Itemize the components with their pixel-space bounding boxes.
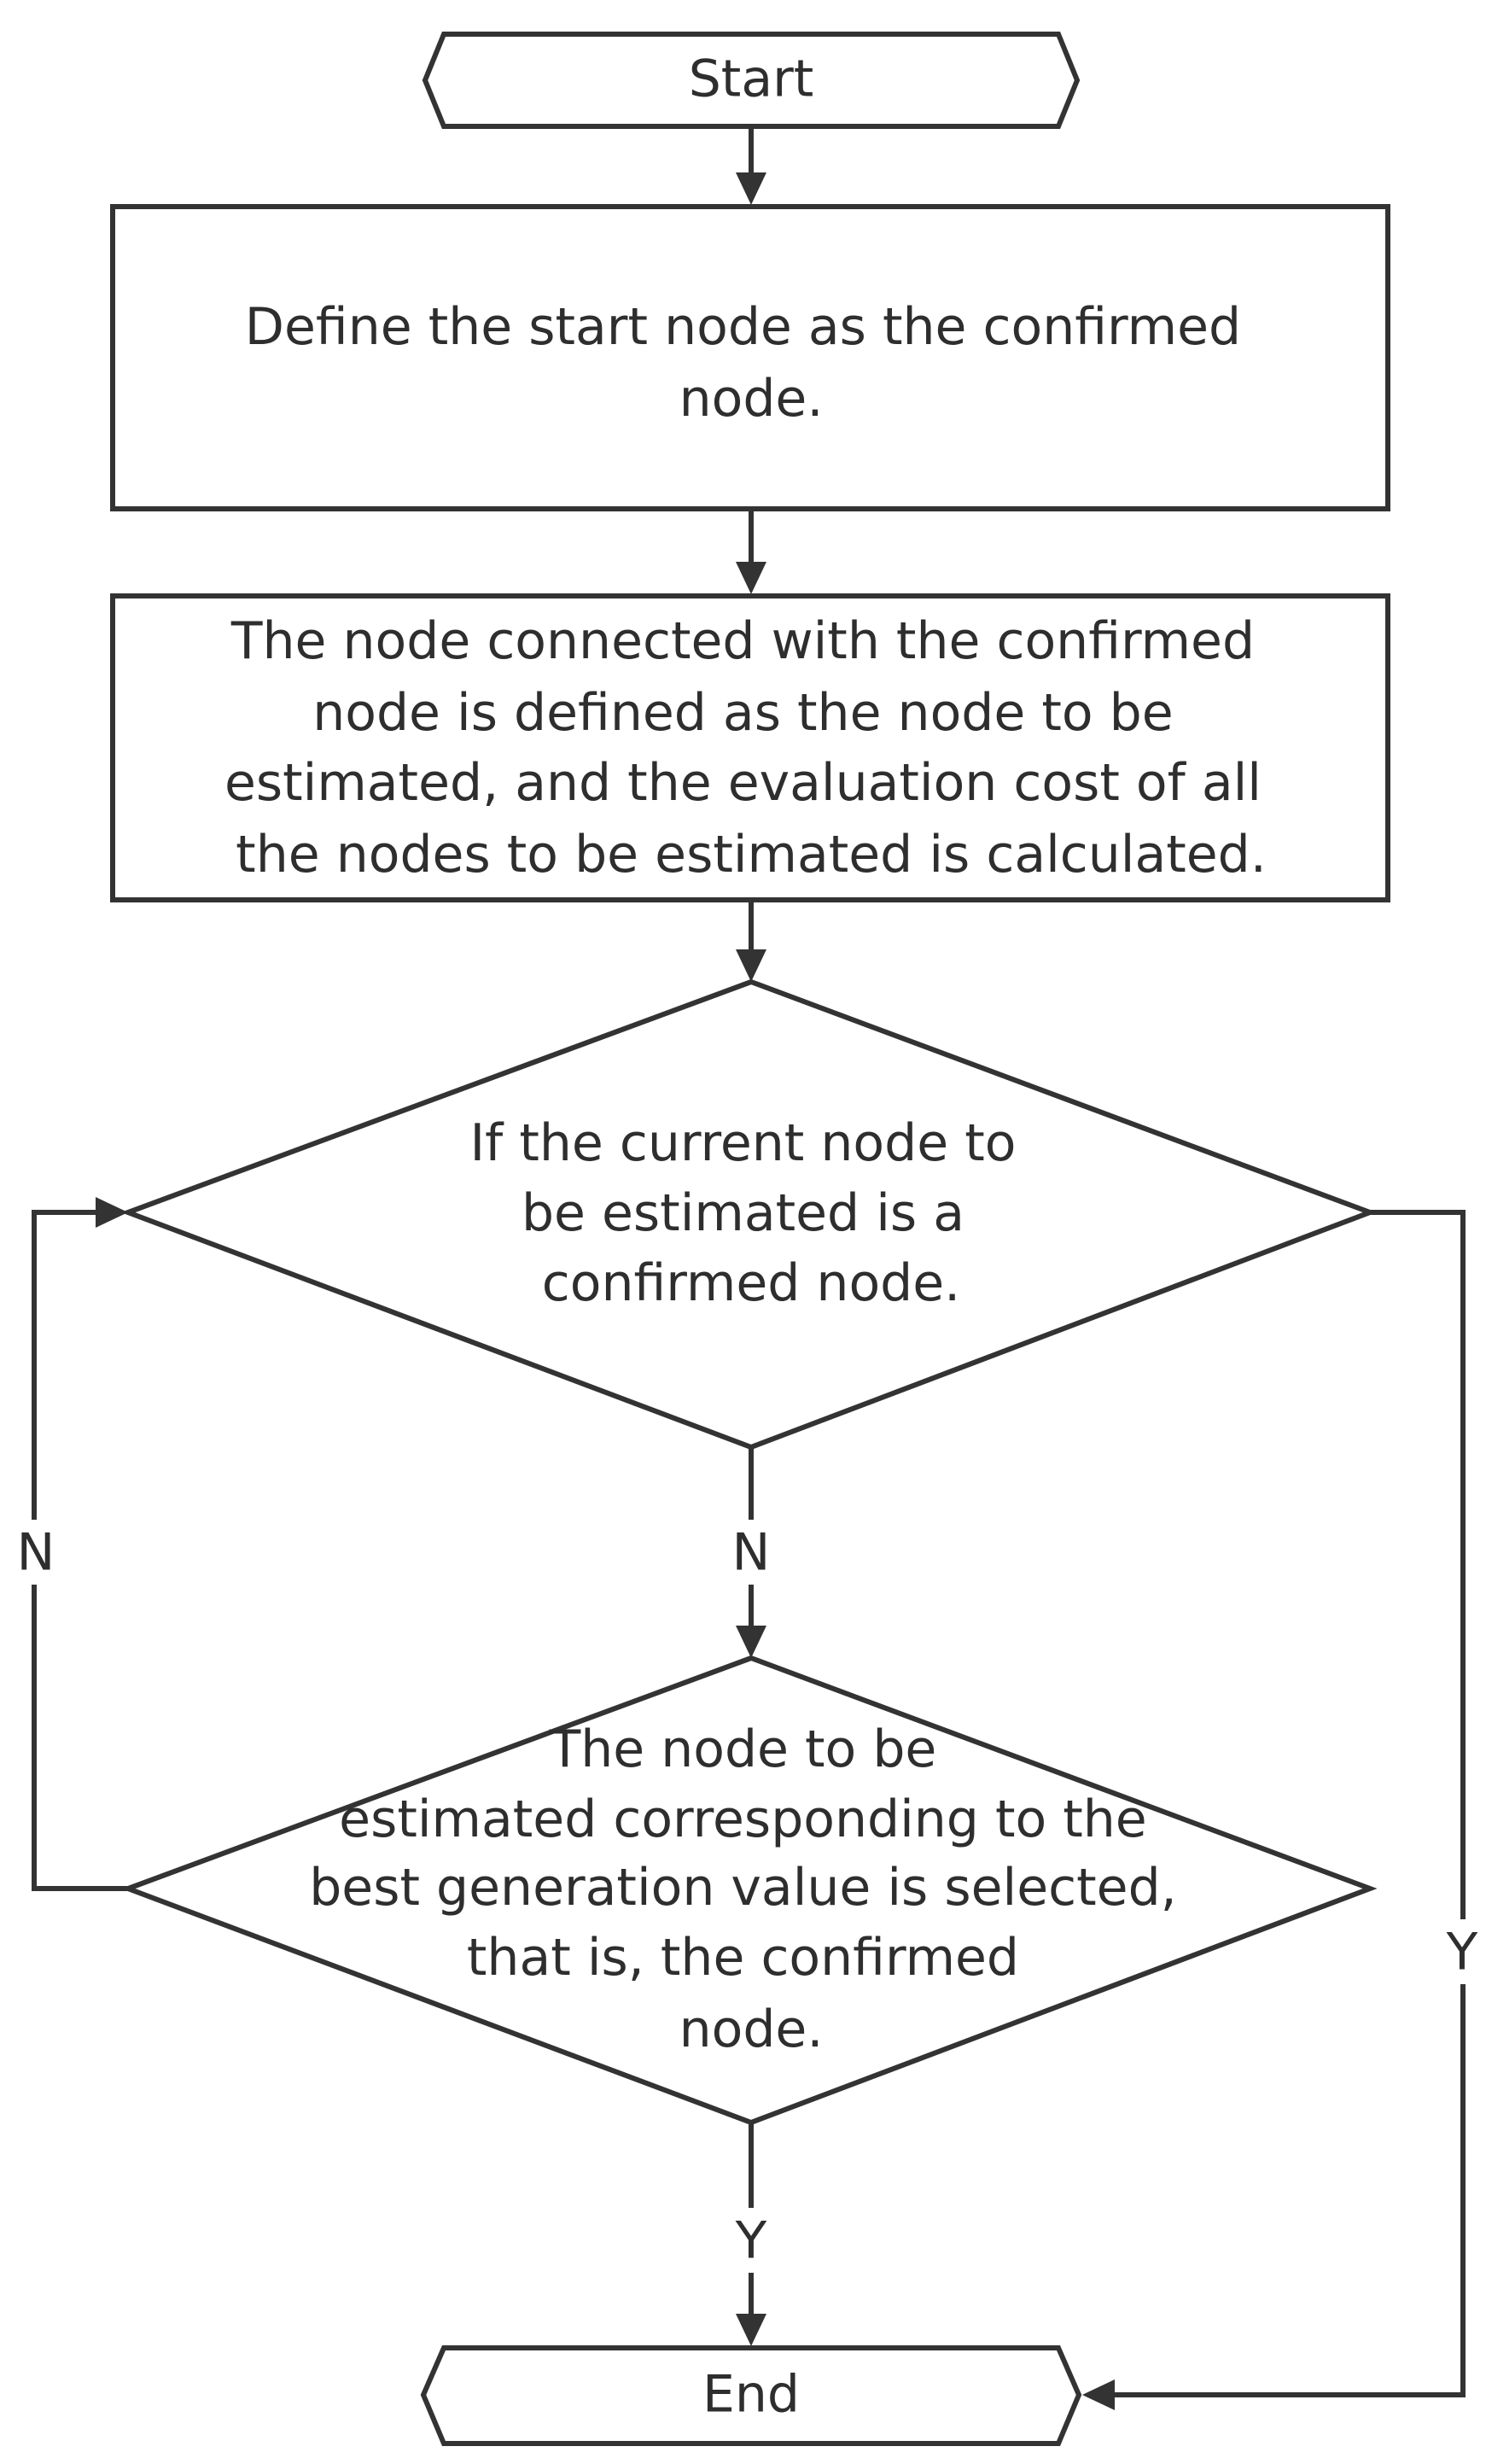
connected-line-3: estimated, and the evaluation cost of al… xyxy=(224,753,1262,813)
loop-n-label: N xyxy=(17,1523,55,1583)
edges xyxy=(32,126,1466,2410)
edge-labels: N N Y Y xyxy=(14,1520,1485,2273)
define-node: Define the start node as the confirmed n… xyxy=(110,204,1390,511)
connected-label: The node connected with the confirmed no… xyxy=(224,611,1278,885)
connected-line-2: node is defined as the node to be xyxy=(312,683,1173,743)
arrowhead-loop xyxy=(96,1197,128,1228)
start-node: Start xyxy=(422,32,1081,129)
decision-select-node: The node to be estimated corresponding t… xyxy=(120,1655,1378,2126)
decision-select-line-1: The node to be xyxy=(549,1720,937,1779)
arrowhead-end xyxy=(736,2314,766,2346)
arrowhead-connected xyxy=(736,562,766,594)
decision-select-diamond xyxy=(120,1655,1378,2126)
down-y-label-bg xyxy=(727,2208,775,2273)
define-label: Define the start node as the confirmed n… xyxy=(245,297,1257,429)
decision-select-line-4: that is, the confirmed xyxy=(467,1928,1019,1988)
down-n-label-bg xyxy=(727,1520,775,1585)
right-y-label: Y xyxy=(1446,1923,1478,1982)
end-node: End xyxy=(420,2345,1082,2446)
decision-select-line-5: node. xyxy=(679,2000,824,2059)
define-box xyxy=(110,204,1390,511)
arrowhead-end-right xyxy=(1082,2379,1115,2410)
decision-select-label: The node to be estimated corresponding t… xyxy=(309,1720,1193,2059)
connected-node: The node connected with the confirmed no… xyxy=(110,593,1390,902)
decision-confirmed-line-1: If the current node to xyxy=(469,1113,1016,1173)
start-terminator xyxy=(422,32,1081,129)
decision-select-line-2: estimated corresponding to the xyxy=(339,1790,1147,1849)
connected-box xyxy=(110,593,1390,902)
connected-line-1: The node connected with the confirmed xyxy=(230,611,1255,671)
down-n-label: N xyxy=(732,1523,771,1583)
decision-confirmed-line-2: be estimated is a xyxy=(522,1183,964,1243)
end-label: End xyxy=(702,2365,800,2425)
arrowhead-decision xyxy=(736,949,766,982)
loop-n-label-bg xyxy=(14,1520,58,1585)
arrowhead-define xyxy=(736,172,766,205)
define-line-1: Define the start node as the confirmed xyxy=(245,297,1241,357)
start-label: Start xyxy=(689,50,814,109)
define-line-2: node. xyxy=(679,369,824,429)
edge-confirmed-to-end xyxy=(1110,1210,1466,2397)
decision-confirmed-node: If the current node to be estimated is a… xyxy=(120,978,1378,1451)
arrowhead-select xyxy=(736,1626,766,1658)
down-y-label: Y xyxy=(735,2211,767,2271)
decision-confirmed-line-3: confirmed node. xyxy=(542,1253,960,1313)
right-y-label-bg xyxy=(1439,1919,1485,1984)
end-terminator xyxy=(420,2345,1082,2446)
decision-confirmed-label: If the current node to be estimated is a… xyxy=(469,1113,1032,1313)
decision-select-line-3: best generation value is selected, xyxy=(309,1858,1177,1918)
connected-line-4: the nodes to be estimated is calculated. xyxy=(236,825,1267,885)
decision-confirmed-diamond xyxy=(120,978,1378,1451)
